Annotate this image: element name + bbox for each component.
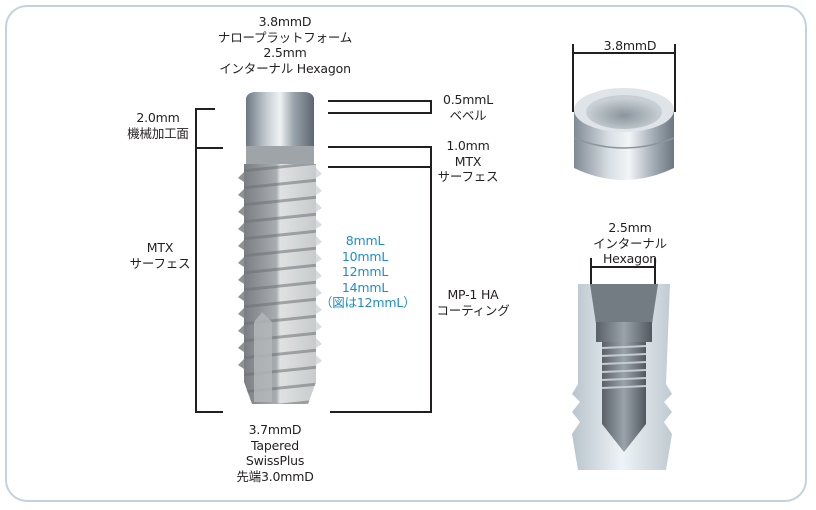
mtx-length: 1.0mm	[446, 138, 490, 153]
platform-diameter: 3.8mmD	[258, 14, 312, 29]
hex-detail-label: 2.5mm インターナル Hexagon	[580, 220, 680, 267]
hex-dim-left	[590, 258, 592, 288]
length-14: 14mmL	[341, 279, 389, 295]
platform-dim-horizontal	[572, 52, 676, 54]
bevel-text: ベベル	[449, 107, 487, 123]
mtx-bracket-top	[328, 146, 432, 148]
apex-diameter: 先端3.0mmD	[236, 468, 314, 484]
hex-size: 2.5mm	[263, 45, 307, 60]
bevel-length: 0.5mmL	[443, 92, 493, 107]
hex-dim-horizontal	[590, 266, 656, 268]
bevel-label: 0.5mmL ベベル	[428, 92, 508, 123]
left-bracket-mid-tick	[195, 147, 223, 149]
product-name: SwissPlus	[245, 453, 305, 468]
hex-cross-section-illustration	[572, 284, 672, 470]
platform-width-label: 3.8mmD	[603, 38, 657, 53]
left-bracket-bottom-tick	[195, 411, 223, 413]
machined-surface-label: 2.0mm 機械加工面	[118, 110, 198, 141]
implant-lengths-label: 8mmL 10mmL 12mmL 14mmL （図は12mmL）	[320, 233, 416, 311]
bottom-spec-label: 3.7mmD Tapered SwissPlus 先端3.0mmD	[225, 422, 325, 484]
platform-type: ナロープラットフォーム	[217, 29, 353, 45]
machined-length: 2.0mm	[136, 110, 180, 125]
platform-illustration	[573, 88, 675, 180]
coating-text: コーティング	[436, 302, 510, 318]
coating-name: MP-1 HA	[447, 287, 499, 302]
length-12: 12mmL	[341, 264, 389, 279]
left-bracket-top-tick	[195, 108, 215, 110]
mtx-bracket-bottom	[328, 166, 432, 168]
hex-type: インターナル Hexagon	[219, 60, 351, 76]
mtx-text: MTX	[454, 153, 482, 169]
mtx-surface-right-label: 1.0mm MTX サーフェス	[428, 138, 508, 185]
coating-bracket-vertical	[430, 146, 432, 413]
length-8: 8mmL	[345, 233, 385, 248]
ha-coating-label: MP-1 HA コーティング	[428, 287, 518, 318]
hex-text: Hexagon	[602, 251, 658, 266]
bevel-bracket-vertical	[430, 100, 432, 114]
machined-text: 機械加工面	[127, 125, 189, 141]
implant-illustration	[238, 92, 322, 404]
left-bracket-vertical	[195, 108, 197, 413]
top-spec-label: 3.8mmD ナロープラットフォーム 2.5mm インターナル Hexagon	[200, 14, 370, 76]
platform-dim-left	[572, 44, 574, 112]
hex-width: 2.5mm	[608, 220, 652, 235]
mtx-surface-left-label: MTX サーフェス	[120, 240, 200, 271]
bevel-bracket-bottom	[328, 112, 432, 114]
mtx-text: MTX	[146, 240, 174, 255]
coating-bracket-bottom	[330, 411, 432, 413]
surface-text: サーフェス	[129, 255, 191, 271]
diagram-frame	[5, 5, 807, 502]
surface-text: サーフェス	[437, 169, 499, 184]
bevel-bracket-top	[328, 100, 432, 102]
platform-dim-right	[674, 44, 676, 112]
hex-dim-right	[654, 258, 656, 288]
hex-internal-text: インターナル	[593, 235, 667, 251]
body-shape: Tapered	[251, 437, 299, 453]
body-diameter: 3.7mmD	[248, 422, 302, 437]
length-10: 10mmL	[341, 248, 389, 264]
shown-length-note: （図は12mmL）	[320, 295, 416, 310]
